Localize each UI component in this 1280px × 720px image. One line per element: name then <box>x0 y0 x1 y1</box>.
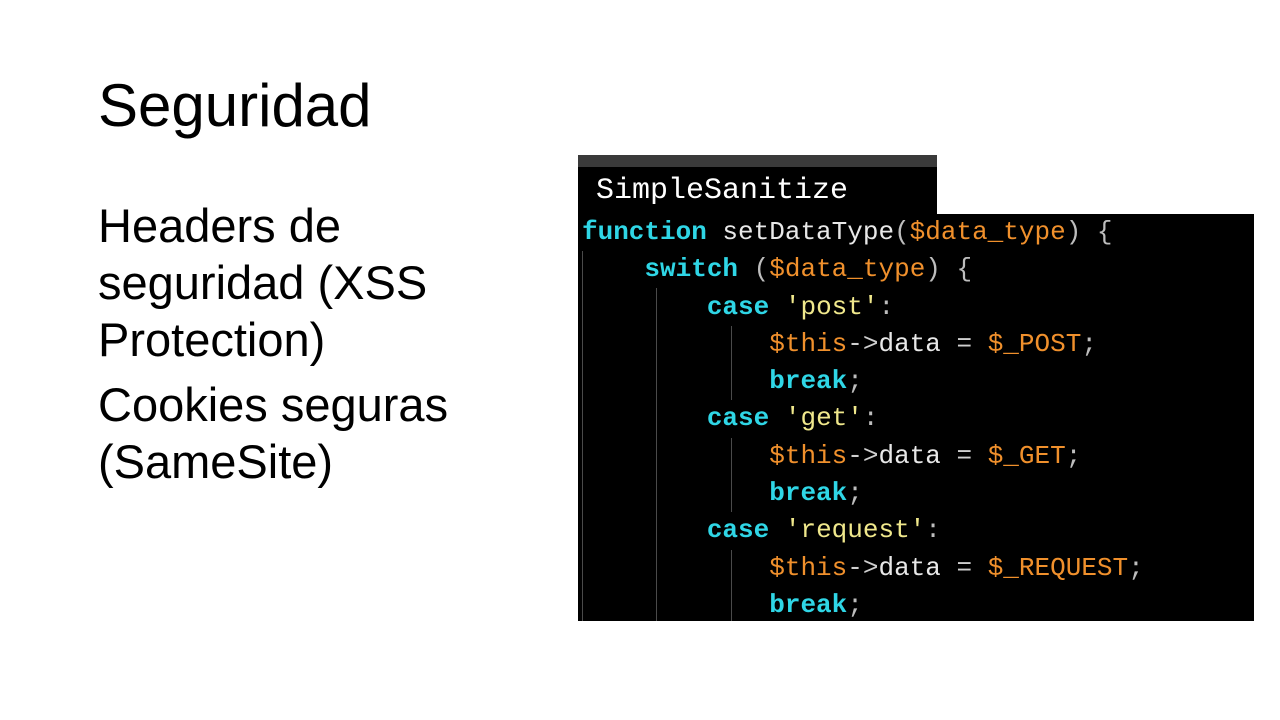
code-line: break; <box>582 587 1144 621</box>
code-token <box>582 590 769 620</box>
indent-guide <box>731 326 732 400</box>
code-token: $_GET <box>987 440 1066 471</box>
code-line: $this->data = $_GET; <box>582 438 1144 475</box>
code-token: case <box>706 515 770 546</box>
code-token: break <box>769 589 848 620</box>
code-tab-bar <box>578 155 937 167</box>
code-line: function setDataType($data_type) { <box>582 214 1144 251</box>
code-token: 'post' <box>784 291 879 322</box>
code-token: ; <box>1065 440 1082 471</box>
code-token: 'request' <box>784 515 926 546</box>
code-token: break <box>769 478 848 509</box>
code-token: $data_type <box>769 254 926 285</box>
code-token: = <box>956 328 973 359</box>
code-line: case 'get': <box>582 400 1144 437</box>
code-token: : <box>925 515 941 546</box>
code-token: $this <box>769 440 848 471</box>
code-token: ( <box>894 217 910 247</box>
code-token: : <box>862 403 879 434</box>
code-line: switch ($data_type) { <box>582 251 1144 288</box>
code-token <box>582 478 769 508</box>
code-token: data <box>878 552 957 583</box>
code-token <box>582 329 769 359</box>
code-token <box>972 441 988 471</box>
code-token: data <box>878 328 957 359</box>
code-token: setDataType <box>706 217 895 247</box>
code-token <box>582 254 644 284</box>
code-token: case <box>706 291 770 322</box>
code-token: $data_type <box>909 217 1066 247</box>
code-token: data <box>878 440 957 471</box>
indent-guide <box>731 438 732 512</box>
code-token: ( <box>738 254 770 285</box>
code-token <box>582 403 707 433</box>
code-line: $this->data = $_REQUEST; <box>582 550 1144 587</box>
indent-guide <box>656 288 657 621</box>
code-token: $_POST <box>987 328 1082 359</box>
code-block: function setDataType($data_type) { switc… <box>578 214 1254 621</box>
code-token: ) { <box>1065 217 1113 247</box>
code-token: ; <box>847 366 863 397</box>
code-line: case 'request': <box>582 512 1144 549</box>
code-line: $this->data = $_POST; <box>582 326 1144 363</box>
code-token: -> <box>847 440 879 471</box>
code-token: switch <box>644 254 739 285</box>
code-lines: function setDataType($data_type) { switc… <box>582 214 1144 621</box>
code-token <box>769 292 785 322</box>
code-token: break <box>769 366 848 397</box>
code-tab-label: SimpleSanitize <box>578 167 937 215</box>
code-line: break; <box>582 363 1144 400</box>
bullet-item: Headers de seguridad (XSS Protection) <box>98 199 428 366</box>
code-token: -> <box>847 552 879 583</box>
bullet-list: Headers de seguridad (XSS Protection) Co… <box>98 197 518 498</box>
code-token <box>582 366 769 396</box>
code-token: function <box>582 217 707 247</box>
code-token: ; <box>847 589 863 620</box>
code-token: ; <box>1128 552 1144 583</box>
code-token <box>769 403 785 433</box>
code-token: = <box>956 552 973 583</box>
code-token: -> <box>847 328 879 359</box>
code-line: case 'post': <box>582 289 1144 326</box>
code-token: $this <box>769 328 848 359</box>
indent-guide <box>731 550 732 621</box>
code-token: : <box>878 291 895 322</box>
slide-title: Seguridad <box>98 72 372 139</box>
code-token: ; <box>847 478 863 509</box>
code-token: case <box>706 403 770 434</box>
code-token: $this <box>769 552 848 583</box>
bullet-item: Cookies seguras (SameSite) <box>98 378 449 488</box>
code-token <box>582 292 707 322</box>
code-line: break; <box>582 475 1144 512</box>
code-token <box>972 329 988 359</box>
indent-guide <box>582 251 583 621</box>
code-token: $_REQUEST <box>987 552 1129 583</box>
code-token <box>972 553 988 583</box>
code-token <box>582 515 707 545</box>
code-token <box>769 515 785 545</box>
code-token: 'get' <box>784 403 863 434</box>
code-token <box>582 441 769 471</box>
code-token: ; <box>1081 328 1097 359</box>
code-token <box>582 553 769 583</box>
code-token: = <box>956 440 973 471</box>
code-token: ) { <box>925 254 973 285</box>
